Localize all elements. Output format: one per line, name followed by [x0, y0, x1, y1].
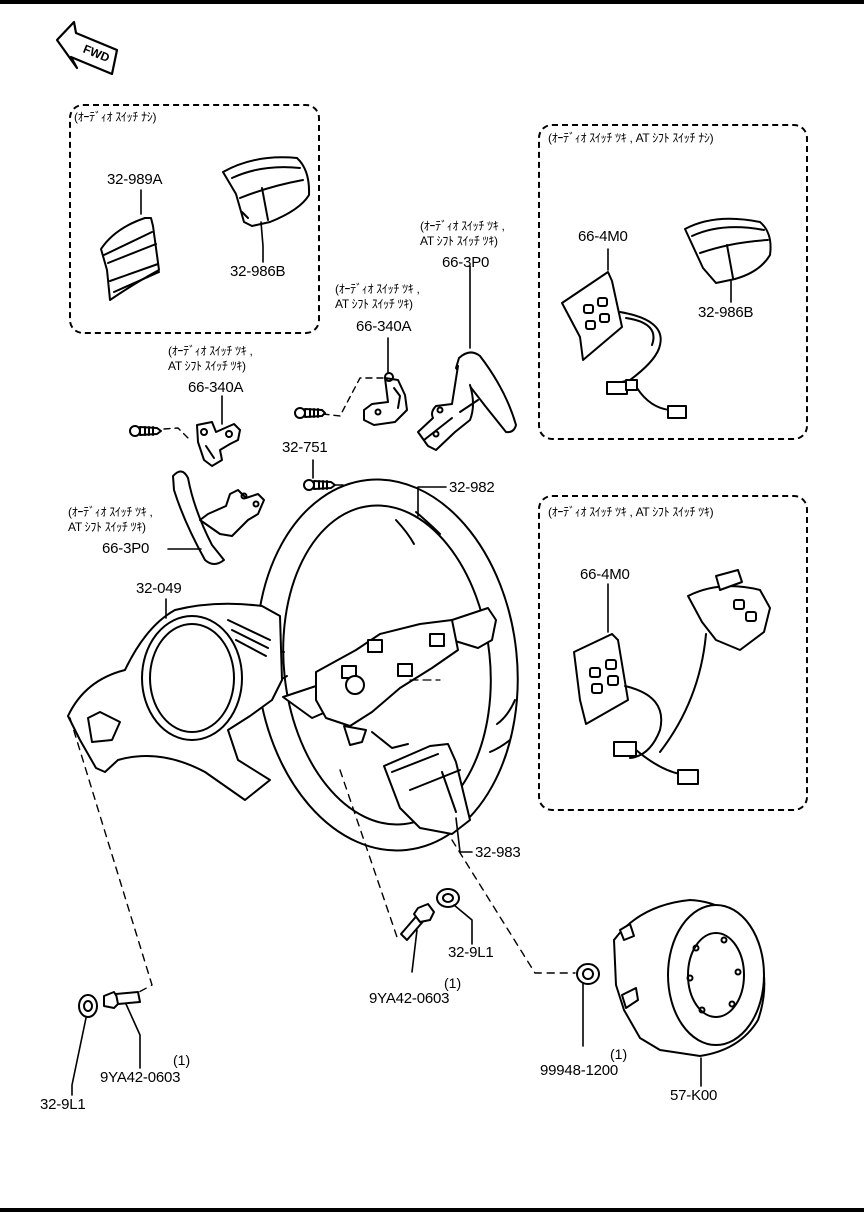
cover-32-986B-top: [222, 156, 311, 227]
screw-66-340A-right: [294, 407, 326, 419]
box-title-audio-no-at: (ｵｰﾃﾞｨｵ ｽｲｯﾁ ﾂｷ , AT ｼﾌﾄ ｽｲｯﾁ ﾅｼ): [548, 131, 714, 145]
leader-32-986B-top: [260, 221, 264, 263]
airbag-module-57-K00: [613, 899, 766, 1057]
cover-32-986B-right: [684, 217, 772, 284]
nut-99948-1200: [576, 963, 600, 985]
label-66-4M0-top: 66-4M0: [578, 228, 628, 245]
top-border: [0, 0, 864, 4]
leader-9YA42-0603-left: [125, 1003, 141, 1069]
steering-wheel-32-982: [255, 478, 519, 852]
dash-line-bracket-right: [322, 377, 384, 417]
option-box-no-audio: [69, 104, 320, 334]
leader-32-982: [417, 486, 447, 517]
note-right-bracket-line1: (ｵｰﾃﾞｨｵ ｽｲｯﾁ ﾂｷ ,: [335, 282, 420, 296]
bolt-9YA42-0603-center: [400, 903, 435, 941]
paddle-66-3P0-right: [417, 351, 517, 451]
note-left-bracket-line2: AT ｼﾌﾄ ｽｲｯﾁ ﾂｷ): [168, 359, 246, 373]
option-box-audio-no-at: [538, 124, 808, 440]
lower-cover-32-983: [383, 743, 471, 835]
label-32-9L1-center: 32-9L1: [448, 944, 494, 961]
bottom-border: [0, 1208, 864, 1212]
label-66-4M0-bottom: 66-4M0: [580, 566, 630, 583]
switch-66-4M0-bottom: [573, 569, 771, 785]
qty-9YA42-0603-left: (1): [173, 1052, 191, 1068]
dash-line-99948: [451, 839, 576, 974]
label-32-983: 32-983: [475, 844, 521, 861]
nut-32-9L1-left: [78, 994, 98, 1018]
label-32-986B-top: 32-986B: [230, 263, 286, 280]
box-title-no-audio: (ｵｰﾃﾞｨｵ ｽｲｯﾁ ﾅｼ): [74, 110, 157, 124]
note-right-bracket-line2: AT ｼﾌﾄ ｽｲｯﾁ ﾂｷ): [335, 297, 413, 311]
label-66-340A-right: 66-340A: [356, 318, 412, 335]
label-32-9L1-left: 32-9L1: [40, 1096, 86, 1113]
paddle-66-3P0-left: [172, 470, 265, 565]
screw-66-340A-left: [129, 425, 162, 437]
note-left-bracket-line1: (ｵｰﾃﾞｨｵ ｽｲｯﾁ ﾂｷ ,: [168, 344, 253, 358]
note-right-paddle-line1: (ｵｰﾃﾞｨｵ ｽｲｯﾁ ﾂｷ ,: [420, 219, 505, 233]
qty-9YA42-0603-center: (1): [444, 975, 462, 991]
label-99948-1200: 99948-1200: [540, 1062, 619, 1079]
nut-32-9L1-center: [436, 888, 460, 908]
note-right-paddle-line2: AT ｼﾌﾄ ｽｲｯﾁ ﾂｷ): [420, 234, 498, 248]
box-title-audio-at: (ｵｰﾃﾞｨｵ ｽｲｯﾁ ﾂｷ , AT ｼﾌﾄ ｽｲｯﾁ ﾂｷ): [548, 505, 714, 519]
label-9YA42-0603-center: 9YA42-0603: [369, 990, 450, 1007]
leader-32-9L1-left: [71, 1017, 87, 1096]
bolt-9YA42-0603-left: [103, 991, 141, 1009]
dash-line-center-bolt: [339, 769, 399, 941]
leader-32-9L1-center: [453, 904, 473, 945]
qty-99948-1200: (1): [610, 1046, 628, 1062]
leader-9YA42-0603-center: [411, 929, 418, 973]
option-box-audio-at: [538, 495, 808, 811]
bracket-66-340A-left: [196, 421, 241, 467]
label-32-989A: 32-989A: [107, 171, 163, 188]
label-66-3P0-left: 66-3P0: [102, 540, 150, 557]
blank-cover-32-989A: [100, 217, 160, 301]
label-32-751: 32-751: [282, 439, 328, 456]
dash-line-32-049: [69, 717, 153, 999]
label-66-340A-left: 66-340A: [188, 379, 244, 396]
label-32-982: 32-982: [449, 479, 495, 496]
label-66-3P0-right: 66-3P0: [442, 254, 490, 271]
column-cover-32-049: [67, 602, 283, 801]
bracket-66-340A-right: [363, 372, 408, 426]
label-57-K00: 57-K00: [670, 1087, 718, 1104]
note-left-paddle-line1: (ｵｰﾃﾞｨｵ ｽｲｯﾁ ﾂｷ ,: [68, 505, 153, 519]
label-32-986B-right: 32-986B: [698, 304, 754, 321]
dash-line-bracket-left: [163, 427, 191, 441]
label-32-049: 32-049: [136, 580, 182, 597]
fwd-arrow-icon: FWD: [55, 20, 119, 76]
screw-32-751: [303, 479, 336, 491]
label-9YA42-0603-left: 9YA42-0603: [100, 1069, 181, 1086]
note-left-paddle-line2: AT ｼﾌﾄ ｽｲｯﾁ ﾂｷ): [68, 520, 146, 534]
switch-66-4M0-top: [561, 271, 687, 419]
